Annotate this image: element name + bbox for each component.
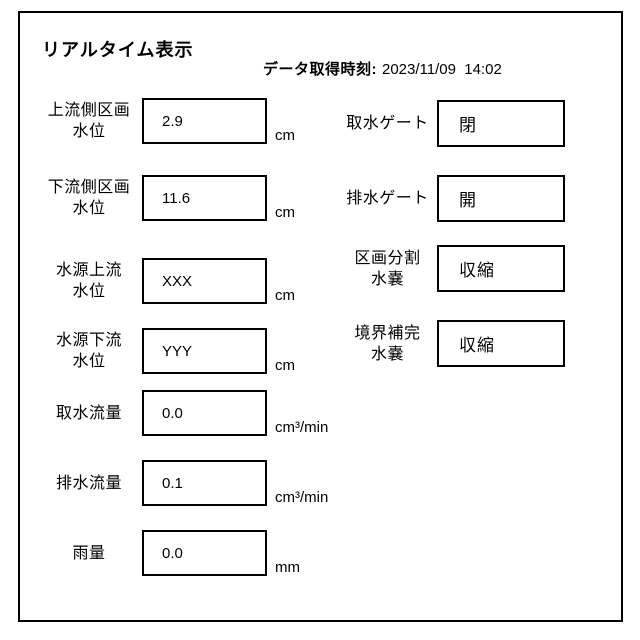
drain-gate-value: 開 — [459, 191, 477, 210]
rainfall-unit: mm — [275, 559, 300, 576]
source-upstream-level-unit: cm — [275, 287, 295, 304]
intake-gate-value-box: 閉 — [437, 100, 565, 147]
source-downstream-level-value-box: YYY — [142, 328, 267, 374]
field-row-boundary-bag: 境界補完 水嚢 収縮 — [340, 320, 565, 367]
downstream-section-level-unit: cm — [275, 204, 295, 221]
field-row-drain-gate: 排水ゲート 開 — [340, 175, 565, 222]
source-downstream-level-value: YYY — [162, 342, 193, 360]
rainfall-value: 0.0 — [162, 544, 183, 562]
page-title: リアルタイム表示 — [42, 40, 194, 60]
drain-gate-value-box: 開 — [437, 175, 565, 222]
drain-flow-value: 0.1 — [162, 474, 183, 492]
drain-flow-value-box: 0.1 — [142, 460, 267, 506]
downstream-section-level-value: 11.6 — [162, 189, 191, 207]
upstream-section-level-label: 上流側区画 水位 — [47, 102, 131, 140]
field-row-source-downstream-level: 水源下流 水位 YYY cm — [40, 328, 295, 374]
field-row-intake-gate: 取水ゲート 閉 — [340, 100, 565, 147]
source-upstream-level-value-box: XXX — [142, 258, 267, 304]
boundary-bag-label: 境界補完 水嚢 — [354, 324, 421, 363]
field-row-rainfall: 雨量 0.0 mm — [40, 530, 300, 576]
field-row-downstream-section-level: 下流側区画 水位 11.6 cm — [40, 175, 295, 221]
field-row-drain-flow: 排水流量 0.1 cm³/min — [40, 460, 328, 506]
field-row-upstream-section-level: 上流側区画 水位 2.9 cm — [40, 98, 295, 144]
intake-gate-label: 取水ゲート — [346, 115, 429, 132]
timestamp-value: 2023/11/09 14:02 — [382, 61, 502, 78]
source-upstream-level-value: XXX — [162, 272, 193, 290]
rainfall-label: 雨量 — [72, 544, 106, 562]
source-upstream-level-label: 水源上流 水位 — [55, 262, 122, 300]
field-row-intake-flow: 取水流量 0.0 cm³/min — [40, 390, 328, 436]
intake-gate-value: 閉 — [459, 116, 477, 135]
field-row-source-upstream-level: 水源上流 水位 XXX cm — [40, 258, 295, 304]
partition-bag-label: 区画分割 水嚢 — [354, 249, 421, 288]
downstream-section-level-label: 下流側区画 水位 — [47, 179, 131, 217]
intake-flow-value-box: 0.0 — [142, 390, 267, 436]
intake-flow-label: 取水流量 — [55, 404, 122, 422]
boundary-bag-value: 収縮 — [459, 336, 495, 355]
upstream-section-level-value: 2.9 — [162, 112, 183, 130]
intake-flow-unit: cm³/min — [275, 419, 329, 436]
data-timestamp: データ取得時刻: 2023/11/09 14:02 — [263, 58, 502, 79]
source-downstream-level-unit: cm — [275, 357, 295, 374]
drain-gate-label: 排水ゲート — [346, 190, 429, 207]
upstream-section-level-unit: cm — [275, 127, 295, 144]
rainfall-value-box: 0.0 — [142, 530, 267, 576]
downstream-section-level-value-box: 11.6 — [142, 175, 267, 221]
field-row-partition-bag: 区画分割 水嚢 収縮 — [340, 245, 565, 292]
partition-bag-value: 収縮 — [459, 261, 495, 280]
drain-flow-unit: cm³/min — [275, 489, 329, 506]
boundary-bag-value-box: 収縮 — [437, 320, 565, 367]
timestamp-label: データ取得時刻: — [263, 61, 377, 78]
intake-flow-value: 0.0 — [162, 404, 183, 422]
source-downstream-level-label: 水源下流 水位 — [55, 332, 122, 370]
drain-flow-label: 排水流量 — [55, 474, 122, 492]
partition-bag-value-box: 収縮 — [437, 245, 565, 292]
upstream-section-level-value-box: 2.9 — [142, 98, 267, 144]
